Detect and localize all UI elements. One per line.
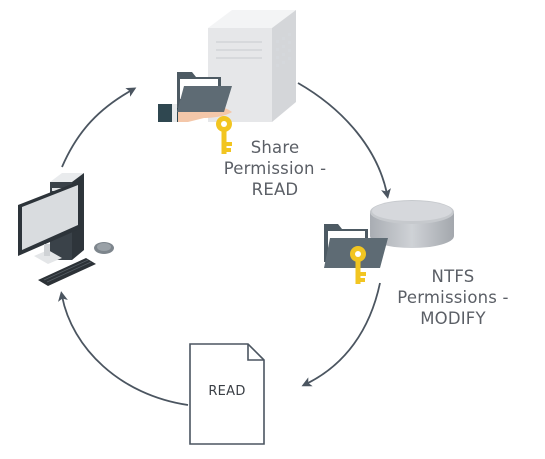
ntfs-label-line-1: NTFS bbox=[431, 267, 475, 286]
cycle-arrows bbox=[58, 82, 391, 406]
arrow-computer-to-server bbox=[61, 87, 137, 168]
share-label-line-2: Permission - bbox=[223, 159, 327, 178]
server-tower-icon bbox=[208, 10, 296, 122]
share-label-line-3: READ bbox=[251, 180, 299, 199]
arrow-server-to-storage bbox=[297, 82, 391, 199]
ntfs-label-line-3: MODIFY bbox=[420, 309, 486, 328]
document-label: READ bbox=[208, 384, 246, 399]
storage-disk-icon bbox=[370, 200, 454, 248]
arrow-storage-to-document bbox=[301, 282, 381, 387]
arrow-document-to-computer bbox=[58, 291, 189, 406]
ntfs-permissions-label: NTFS Permissions - MODIFY bbox=[378, 266, 528, 329]
document-icon bbox=[189, 343, 265, 445]
share-label-line-1: Share bbox=[250, 138, 300, 157]
desktop-computer-icon bbox=[18, 173, 114, 286]
key-icon-storage bbox=[350, 246, 366, 284]
key-icon bbox=[216, 116, 232, 154]
share-permission-label: Share Permission - READ bbox=[200, 137, 350, 200]
ntfs-label-line-2: Permissions - bbox=[397, 288, 509, 307]
hand-folder-icon bbox=[158, 72, 232, 122]
